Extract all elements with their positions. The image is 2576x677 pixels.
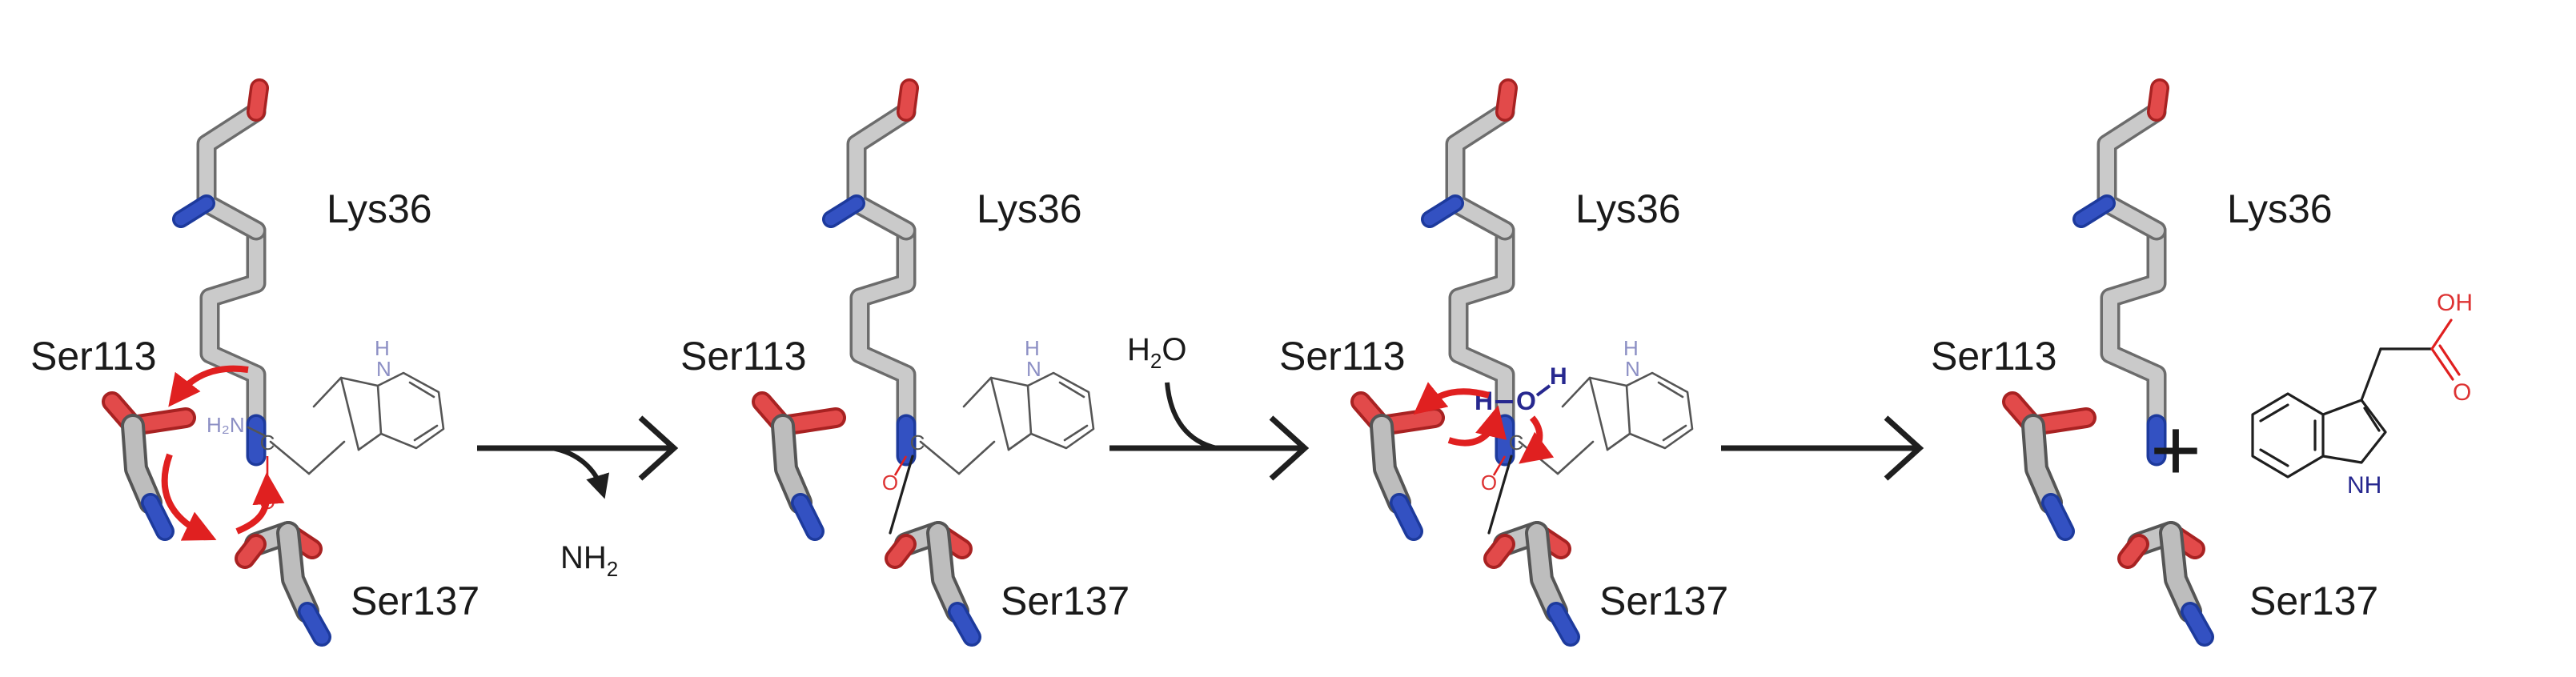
ser113-label: Ser113: [30, 334, 157, 379]
indole-nh: NH: [2347, 472, 2381, 499]
ser113-label: Ser113: [1931, 334, 2057, 379]
ser137-stick: [245, 533, 322, 637]
panel-3-hydrolysis: Lys36 Ser113 Ser137 C O N H H O H: [1279, 88, 1728, 637]
carboxyl-oxygen: O: [2453, 379, 2471, 406]
ser113-stick: [1361, 402, 1434, 531]
reaction-arrow-1: NH2: [477, 415, 679, 581]
ser113-label: Ser113: [680, 334, 807, 379]
indole-nitrogen: N: [1026, 357, 1041, 381]
lys36-stick: [831, 88, 909, 456]
arrow-water-to-ser113: [1413, 382, 1491, 415]
water-entry-arrow: [1165, 382, 1218, 451]
water-reagent: H2O: [1127, 332, 1186, 373]
carbonyl-carbon: C: [910, 431, 925, 455]
ser137-label: Ser137: [2249, 579, 2378, 623]
indole-hydrogen: H: [375, 336, 390, 360]
carbonyl-oxygen: O: [882, 471, 898, 495]
ammonia-release-arrow: [552, 446, 610, 499]
acyl-intermediate: C O N H: [1481, 336, 1694, 535]
lys36-label: Lys36: [327, 186, 432, 231]
arrow-ser113-to-water: [1447, 405, 1507, 447]
ser137-label: Ser137: [351, 579, 479, 623]
ser113-label: Ser113: [1279, 334, 1406, 379]
panel-4-products: Lys36 Ser113 Ser137 + OH O NH: [1931, 88, 2473, 637]
arrow-water-to-carbonyl: [1519, 415, 1555, 464]
amide-nh2: H₂N: [207, 413, 245, 437]
arrow-ser137-to-carbonyl: [235, 472, 285, 535]
water-oxygen: O: [1516, 387, 1536, 415]
indole-3-acetic-acid: OH O NH: [2251, 290, 2473, 499]
carbonyl-oxygen: O: [1481, 471, 1497, 495]
ser113-stick: [762, 402, 836, 531]
plus-sign: +: [2150, 401, 2201, 499]
indole-hydrogen: H: [1623, 336, 1639, 360]
carboxyl-oh: OH: [2437, 290, 2473, 316]
indole-hydrogen: H: [1025, 336, 1040, 360]
lys36-label: Lys36: [2227, 186, 2333, 231]
ammonia-byproduct: NH2: [560, 540, 618, 581]
indole-nitrogen: N: [376, 357, 391, 381]
acyl-intermediate: C O N H: [882, 336, 1095, 535]
ser137-stick: [1494, 533, 1571, 637]
lys36-stick: [181, 88, 259, 456]
lys36-label: Lys36: [977, 186, 1082, 231]
ser137-stick: [2128, 533, 2205, 637]
panel-2-acyl-enzyme: Lys36 Ser113 Ser137 C O N H: [680, 88, 1130, 637]
carbonyl-carbon: C: [1509, 431, 1524, 455]
carbonyl-carbon: C: [260, 431, 275, 455]
indole-nitrogen: N: [1625, 357, 1640, 381]
lys36-stick: [2081, 88, 2160, 456]
reaction-arrow-3: [1721, 415, 1924, 481]
ser137-label: Ser137: [1001, 579, 1130, 623]
lys36-label: Lys36: [1575, 186, 1681, 231]
ser113-stick: [2012, 402, 2086, 531]
water-hydrogen-right: H: [1550, 363, 1567, 390]
arrow-lys-to-ser113: [168, 365, 249, 407]
panel-1-substrate-binding: Lys36 Ser113 Ser137 C O H₂N N H: [30, 88, 479, 637]
ser137-label: Ser137: [1599, 579, 1728, 623]
reaction-arrow-2: H2O: [1109, 332, 1310, 481]
arrow-ser113-to-ser137: [161, 453, 217, 541]
ser137-stick: [895, 533, 972, 637]
